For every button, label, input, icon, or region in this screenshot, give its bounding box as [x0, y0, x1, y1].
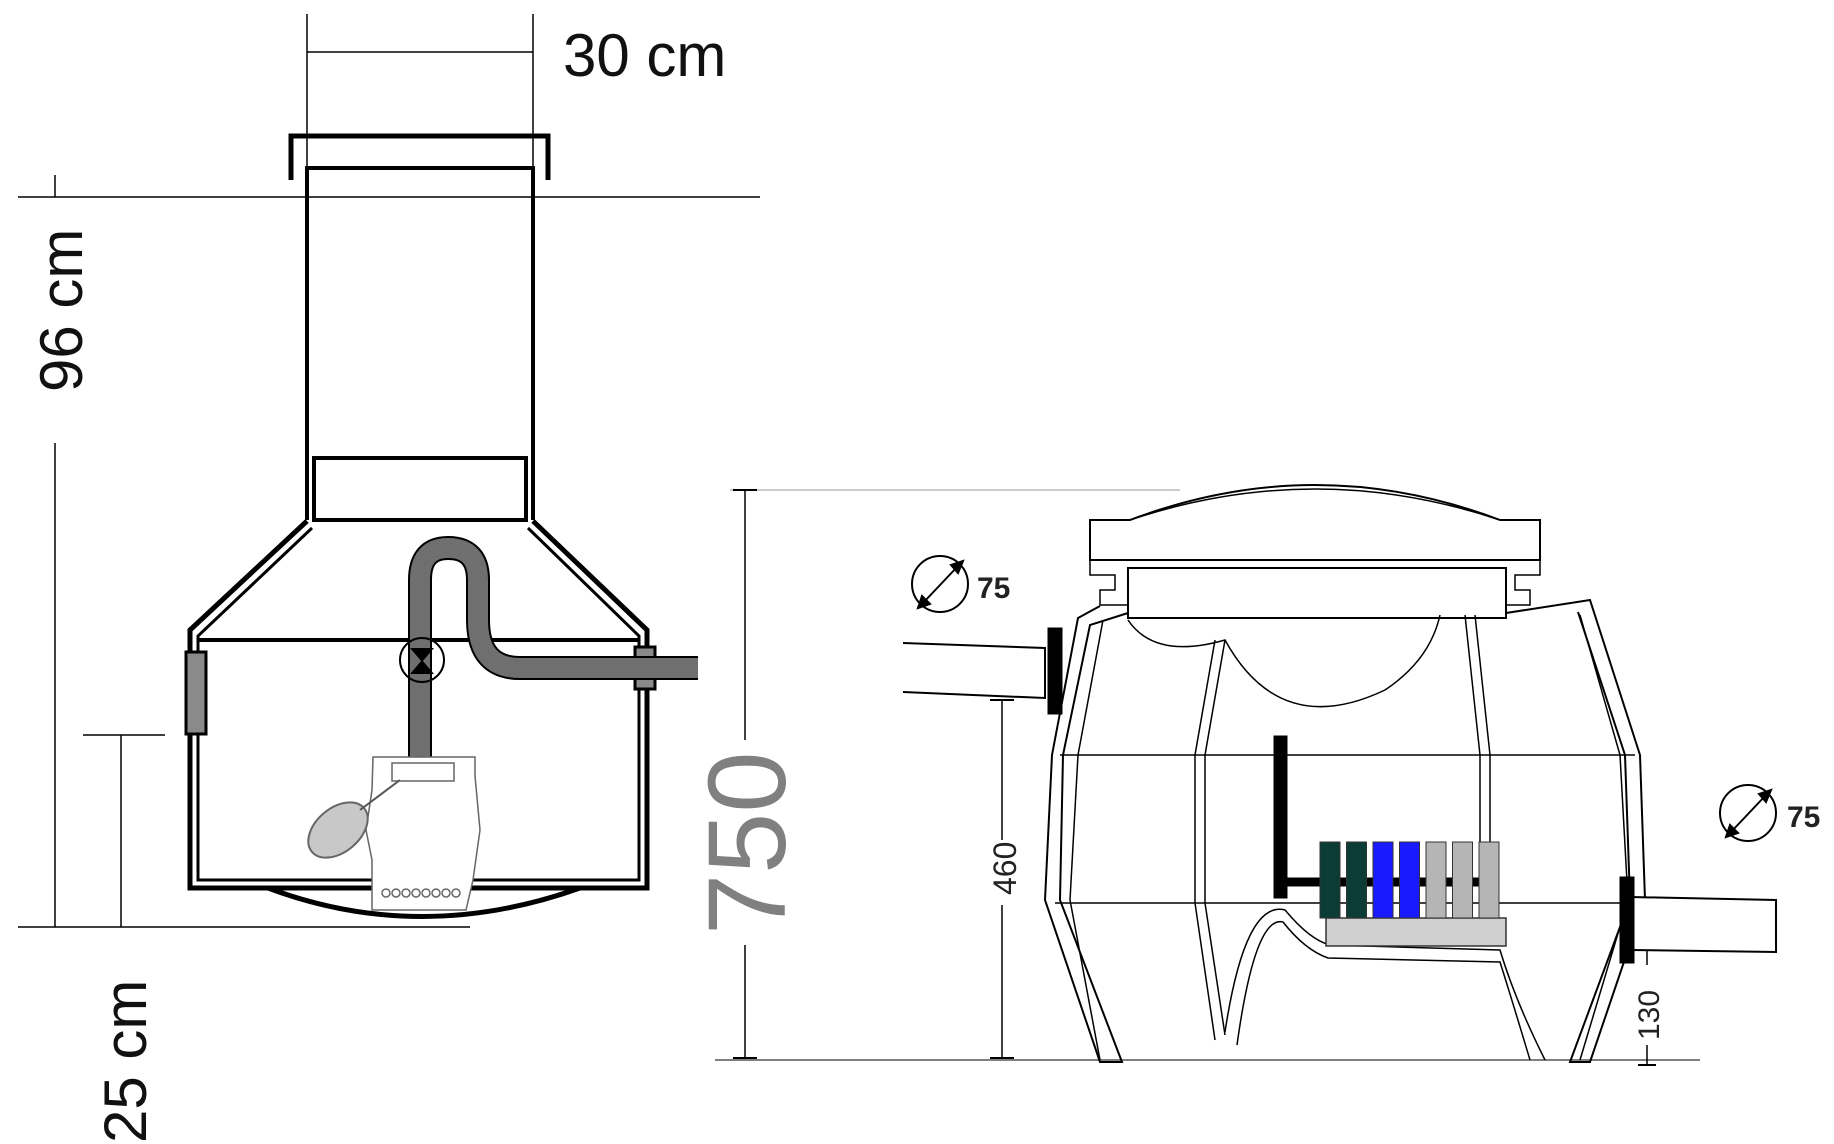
pump-intake-holes	[381, 888, 461, 898]
submersible-pump	[365, 756, 481, 911]
inlet-diameter-icon	[911, 555, 969, 613]
outlet-height-label: 130	[1633, 990, 1666, 1040]
treatment-tank-diagram	[715, 484, 1777, 1066]
outlet-diameter-icon	[1719, 784, 1777, 842]
left-socket	[184, 650, 208, 736]
media-tray	[1325, 917, 1507, 947]
filter-media	[1319, 841, 1507, 947]
height-label: 96 cm	[28, 229, 95, 392]
well-lid	[288, 133, 551, 180]
tank-bottom-hump	[1224, 908, 1546, 1061]
media-block	[1319, 841, 1341, 919]
internal-baffle-curve	[1127, 614, 1441, 708]
tank-bottom-dome	[267, 885, 581, 919]
float-cable	[359, 779, 401, 811]
outlet-pipe	[1629, 896, 1777, 954]
media-block	[1346, 841, 1367, 919]
riser-shaft	[305, 166, 535, 520]
bottom-label: 25 cm	[92, 980, 159, 1143]
float-switch	[307, 801, 369, 859]
discharge-pipe	[408, 535, 698, 760]
check-valve-icon	[399, 637, 445, 683]
media-block	[1425, 841, 1447, 919]
riser-collar	[312, 456, 528, 522]
aeration-riser	[1273, 735, 1288, 899]
media-block	[1372, 841, 1394, 919]
media-block	[1478, 841, 1500, 919]
media-block	[1399, 841, 1420, 919]
inlet-height-label: 460	[987, 842, 1023, 895]
outlet-seal	[1619, 876, 1635, 964]
inlet-seal	[1047, 627, 1063, 715]
inlet-pipe	[902, 642, 1046, 700]
media-block	[1452, 841, 1473, 919]
tank-outer-shell	[1043, 598, 1647, 1063]
inlet-diameter-label: 75	[977, 572, 1010, 605]
tank-lid-collar	[1127, 567, 1507, 619]
width-label: 30 cm	[563, 22, 726, 89]
total-height-label: 750	[686, 751, 809, 935]
tank-lid	[1089, 484, 1541, 561]
outlet-diameter-label: 75	[1787, 801, 1820, 834]
